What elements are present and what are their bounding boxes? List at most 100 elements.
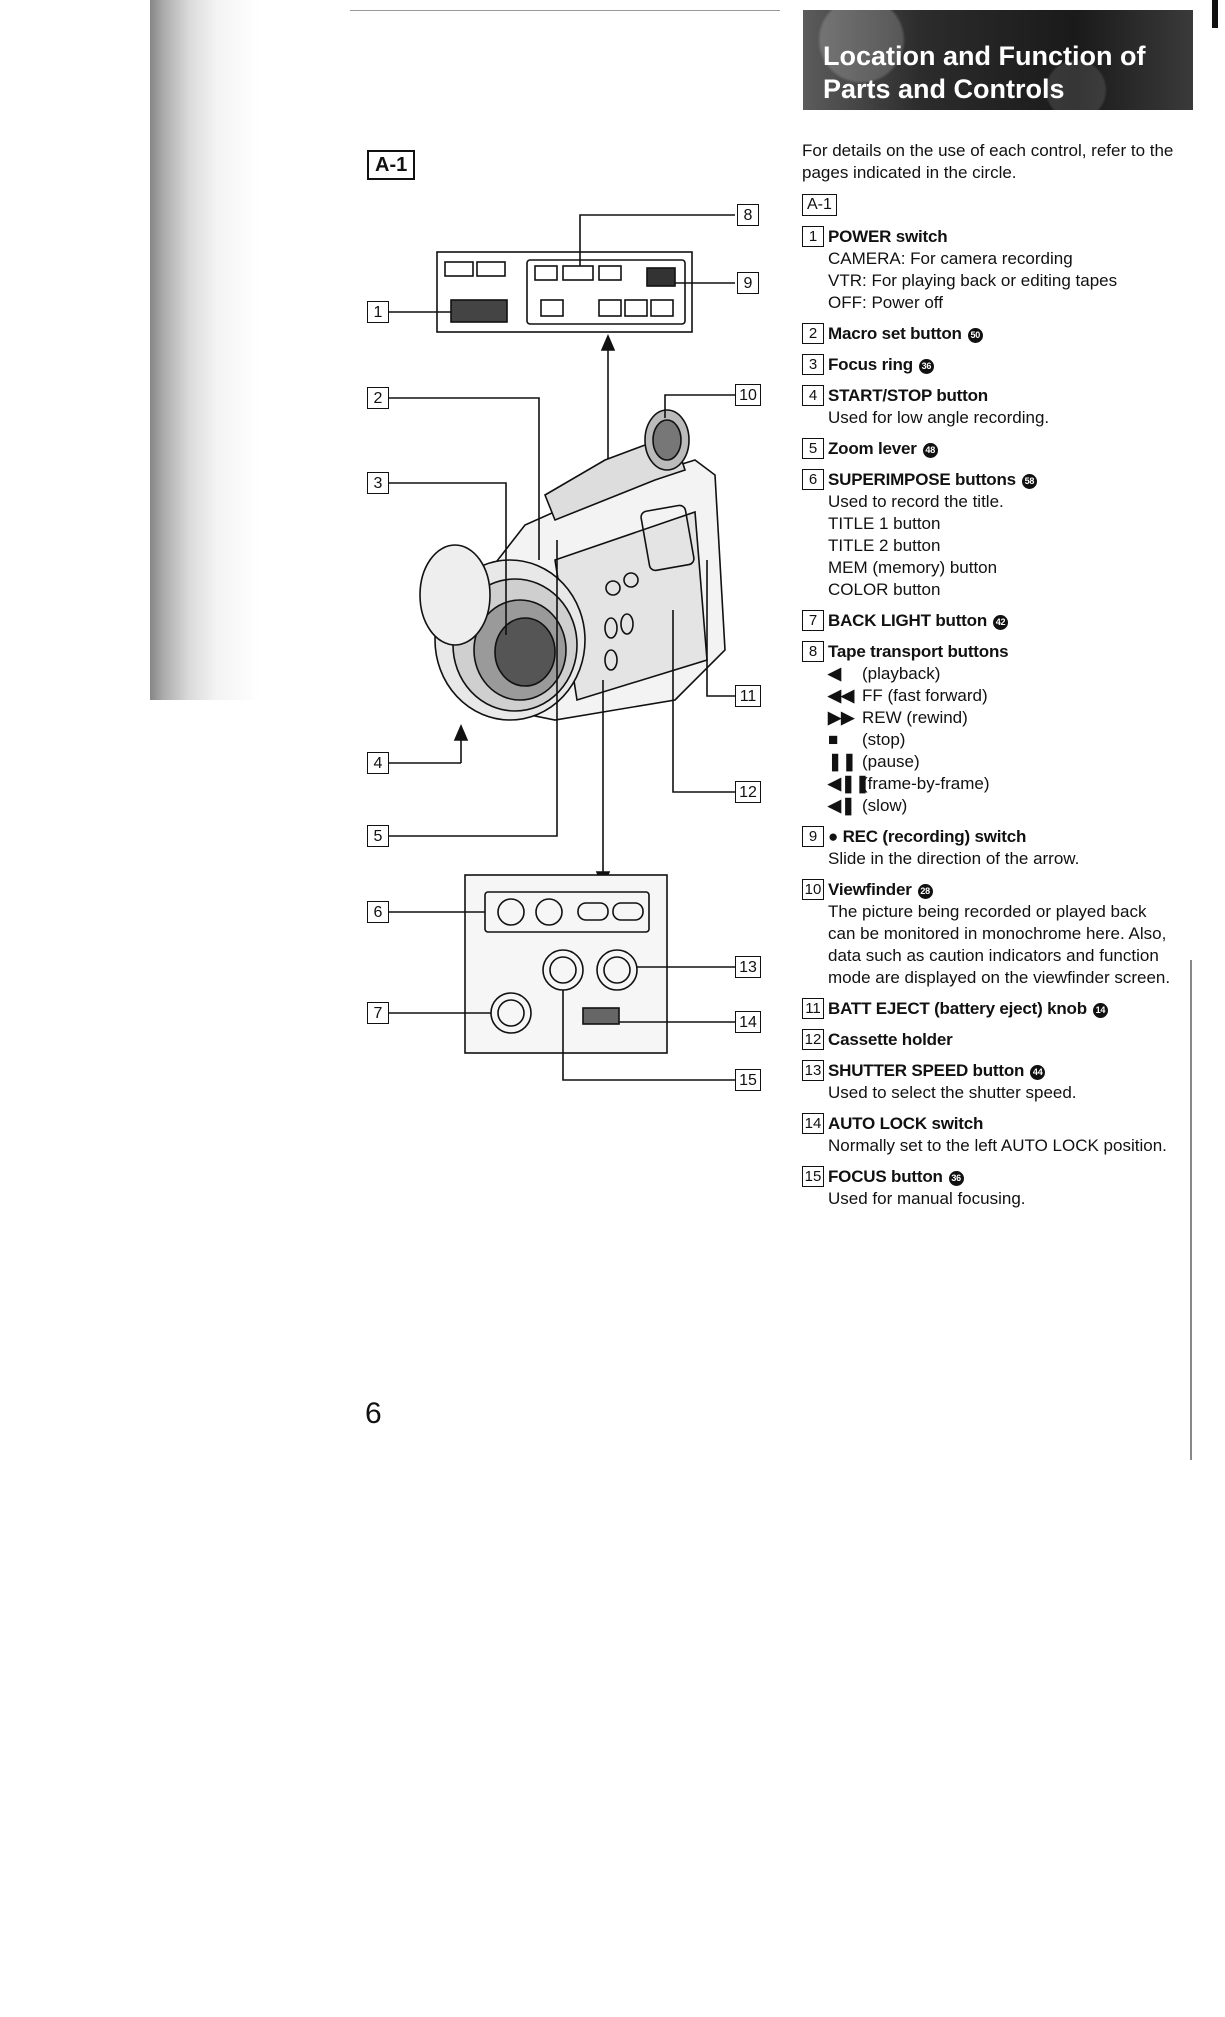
tape-button-label: (slow)	[862, 796, 908, 815]
description-line: VTR: For playing back or editing tapes	[828, 271, 1118, 290]
tape-button-label: (pause)	[862, 752, 920, 771]
section-header: Location and Function of Parts and Contr…	[803, 10, 1193, 110]
callout-8: 8	[737, 204, 759, 226]
description-line: OFF: Power off	[828, 293, 943, 312]
leader-12	[672, 610, 735, 793]
part-description: Used for manual focusing.	[802, 1188, 1202, 1210]
part-number: 14	[802, 1113, 824, 1134]
callout-4: 4	[367, 752, 389, 774]
part-description: Used for low angle recording.	[802, 407, 1202, 429]
leader-10	[664, 394, 735, 418]
tape-symbol-icon: ❚❚	[828, 752, 857, 771]
tape-symbol-icon: ◀◀	[828, 686, 855, 705]
tape-symbol-icon: ◀❚❚	[828, 774, 870, 793]
callout-14: 14	[735, 1011, 761, 1033]
part-title: Cassette holder	[828, 1030, 953, 1049]
corner-mark	[1212, 0, 1218, 28]
callout-15: 15	[735, 1069, 761, 1091]
part-description: Slide in the direction of the arrow.	[802, 848, 1202, 870]
description-line: Used to record the title.	[828, 492, 1004, 511]
page-reference-badge: 28	[917, 884, 933, 899]
scanned-page-edge	[150, 0, 260, 700]
tape-button-item: ▶▶ REW (rewind)	[828, 707, 1202, 729]
leader-3	[379, 482, 507, 635]
tape-button-item: ◀(playback)	[828, 663, 1202, 685]
section-label: A-1	[802, 194, 837, 216]
description-line: can be monitored in monochrome here. Als…	[828, 924, 1167, 943]
part-number: 8	[802, 641, 824, 662]
description-line: TITLE 1 button	[828, 514, 941, 533]
tape-button-list: ◀(playback)◀◀FF (fast forward)▶▶ REW (rew…	[802, 663, 1202, 817]
part-number: 9	[802, 826, 824, 847]
leader-8	[579, 214, 735, 266]
callout-1: 1	[367, 301, 389, 323]
leader-5	[379, 540, 558, 837]
page-reference-badge: 36	[918, 359, 934, 374]
callout-9: 9	[737, 272, 759, 294]
leader-11	[706, 560, 735, 697]
part-number: 12	[802, 1029, 824, 1050]
leader-2	[379, 397, 540, 560]
figure-label: A-1	[367, 150, 416, 180]
page-reference-badge: 14	[1092, 1003, 1108, 1018]
part-description: The picture being recorded or played bac…	[802, 901, 1202, 989]
part-title: Tape transport buttons	[828, 642, 1009, 661]
page-reference-badge: 58	[1021, 474, 1037, 489]
part-title: START/STOP button	[828, 386, 988, 405]
callout-3: 3	[367, 472, 389, 494]
camcorder-diagram	[379, 214, 735, 1081]
tape-button-item: ❚❚ (pause)	[828, 751, 1202, 773]
page-reference-badge: 36	[948, 1171, 964, 1186]
callout-5: 5	[367, 825, 389, 847]
top-rule	[350, 10, 780, 11]
description-line: Used for low angle recording.	[828, 408, 1050, 427]
part-description: Used to select the shutter speed.	[802, 1082, 1202, 1104]
tape-button-item: ◀◀FF (fast forward)	[828, 685, 1202, 707]
description-line: TITLE 2 button	[828, 536, 941, 555]
tape-symbol-icon: ▶▶	[828, 708, 855, 727]
tape-button-label: (stop)	[862, 730, 906, 749]
description-line: Used to select the shutter speed.	[828, 1083, 1077, 1102]
callout-10: 10	[735, 384, 761, 406]
page-reference-badge: 44	[1030, 1065, 1046, 1080]
part-number: 5	[802, 438, 824, 459]
tape-button-label: REW (rewind)	[862, 708, 968, 727]
part-number: 11	[802, 998, 824, 1019]
description-line: The picture being recorded or played bac…	[828, 902, 1147, 921]
tape-symbol-icon: ◀	[828, 664, 842, 683]
callout-12: 12	[735, 781, 761, 803]
page-reference-badge: 50	[967, 328, 983, 343]
callout-6: 6	[367, 901, 389, 923]
lower-panel-inset	[464, 874, 668, 1054]
top-panel-inset	[436, 251, 693, 333]
callout-13: 13	[735, 956, 761, 978]
part-description: Normally set to the left AUTO LOCK posit…	[802, 1135, 1202, 1157]
tape-button-item: ◀❚(slow)	[828, 795, 1202, 817]
part-number: 4	[802, 385, 824, 406]
